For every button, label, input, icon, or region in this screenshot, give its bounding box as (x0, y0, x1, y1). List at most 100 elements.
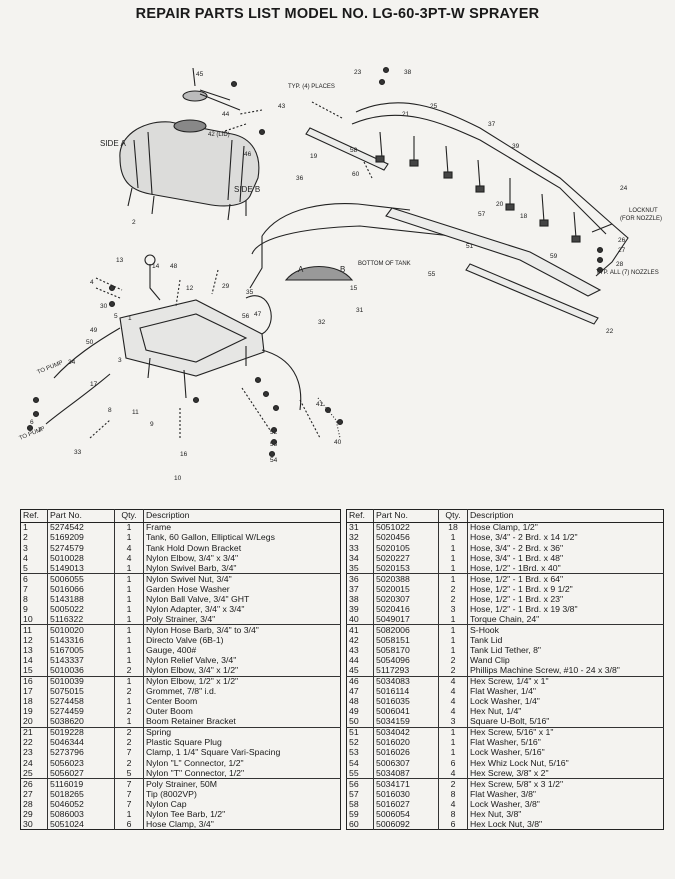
frame-legs (147, 346, 247, 399)
ref-cell: 32 (346, 533, 374, 544)
qty-cell: 3 (438, 716, 468, 728)
callout-number: 24 (620, 185, 628, 192)
part-number-cell: 5016114 (373, 687, 439, 697)
qty-cell: 1 (114, 655, 144, 666)
part-number-cell: 5006092 (373, 819, 439, 830)
ref-cell: 16 (20, 676, 48, 687)
part-number-cell: 5034087 (373, 768, 439, 780)
callout-number: 59 (550, 253, 558, 260)
description-cell: Tank Hold Down Bracket (146, 542, 242, 553)
qty-cell: 2 (114, 738, 144, 749)
tank-body (119, 121, 260, 207)
ref-cell: 45 (346, 665, 374, 677)
ref-cell: 51 (346, 727, 374, 738)
description-cell: Flat Washer, 3/8" (470, 788, 537, 799)
description-cell: Hose, 1/2" - 1 Brd. x 19 3/8" (470, 603, 578, 614)
description-cell: Nylon "T" Connector, 1/2" (143, 768, 341, 780)
description-cell: Gauge, 400# (146, 644, 197, 655)
callout-number: 30 (100, 303, 108, 310)
ref-cell: 53 (346, 748, 374, 759)
part-number-cell: 5117293 (373, 665, 439, 677)
tank-ribs (133, 131, 245, 203)
ref-cell: 31 (346, 522, 374, 534)
part-number-cell: 5018265 (47, 789, 115, 800)
description-cell: Poly Strainer, 3/4" (143, 614, 341, 626)
callout-numbers: 1234567891011121314151617181920212223242… (30, 69, 628, 482)
qty-cell: 3 (438, 604, 468, 615)
callout-number: 33 (74, 449, 82, 456)
return-hose (261, 349, 302, 411)
part-number-cell: 5020307 (373, 594, 439, 605)
qty-cell: 5 (114, 768, 144, 780)
description-cell: Center Boom (146, 696, 198, 707)
ref-cell: 33 (346, 543, 374, 554)
ref-cell: 20 (20, 716, 48, 728)
callout-number: 51 (466, 243, 474, 250)
qty-cell: 2 (114, 707, 144, 717)
description-cell: Nylon Elbow, 1/2" x 1/2" (146, 676, 239, 687)
ref-cell: 57 (346, 789, 374, 800)
center-boom (385, 207, 602, 297)
part-number-cell: 5006307 (373, 758, 439, 769)
callout-number: 10 (174, 475, 182, 482)
part-number-cell: 5056027 (47, 768, 115, 780)
frame (119, 299, 265, 377)
qty-cell: 4 (438, 799, 468, 810)
qty-cell: 2 (114, 687, 144, 697)
ref-cell: 48 (346, 697, 374, 707)
ref-cell: 50 (346, 716, 374, 728)
qty-cell: 1 (114, 635, 144, 646)
description-cell: Nylon Tee Barb, 1/2" (146, 808, 226, 819)
callout-number: 60 (352, 171, 360, 178)
qty-cell: 2 (114, 758, 144, 769)
description-cell: Hose, 3/4" - 1 Brd. x 48" (470, 552, 564, 563)
ref-cell: 46 (346, 676, 374, 687)
part-number-cell: 5143188 (47, 594, 115, 605)
callout-number: 47 (254, 311, 262, 318)
ref-cell: 30 (20, 819, 48, 830)
part-number-cell: 5116322 (47, 614, 115, 626)
description-cell: Poly Strainer, 50M (146, 778, 217, 789)
description-cell: Nylon Cap (146, 798, 187, 809)
part-number-cell: 5016035 (373, 697, 439, 707)
callout-number: 3 (118, 357, 122, 364)
callout-number: 21 (402, 111, 410, 118)
ref-cell: 7 (20, 584, 48, 595)
ref-cell: 11 (20, 624, 48, 636)
callout-number: 15 (350, 285, 358, 292)
part-number-cell: 5082006 (373, 624, 439, 636)
callout-number: 46 (244, 151, 252, 158)
nozzle-hose (355, 102, 613, 225)
ref-cell: 40 (346, 614, 374, 626)
ref-cell: 44 (346, 655, 374, 666)
header-description: Description (143, 509, 341, 523)
part-number-cell: 5034171 (373, 778, 439, 790)
callout-number: 13 (116, 257, 124, 264)
ref-cell: 23 (20, 748, 48, 759)
description-cell: Nylon Swivel Barb, 3/4" (143, 563, 341, 575)
qty-cell: 2 (114, 665, 144, 677)
part-number-cell: 5051022 (373, 522, 439, 534)
qty-cell: 1 (438, 533, 468, 544)
description-cell: Nylon Swivel Nut, 3/4" (146, 573, 232, 584)
callout-number: 58 (350, 147, 358, 154)
description-cell: Nylon Hose Barb, 3/4" to 3/4" (146, 624, 259, 635)
qty-cell: 2 (438, 655, 468, 666)
